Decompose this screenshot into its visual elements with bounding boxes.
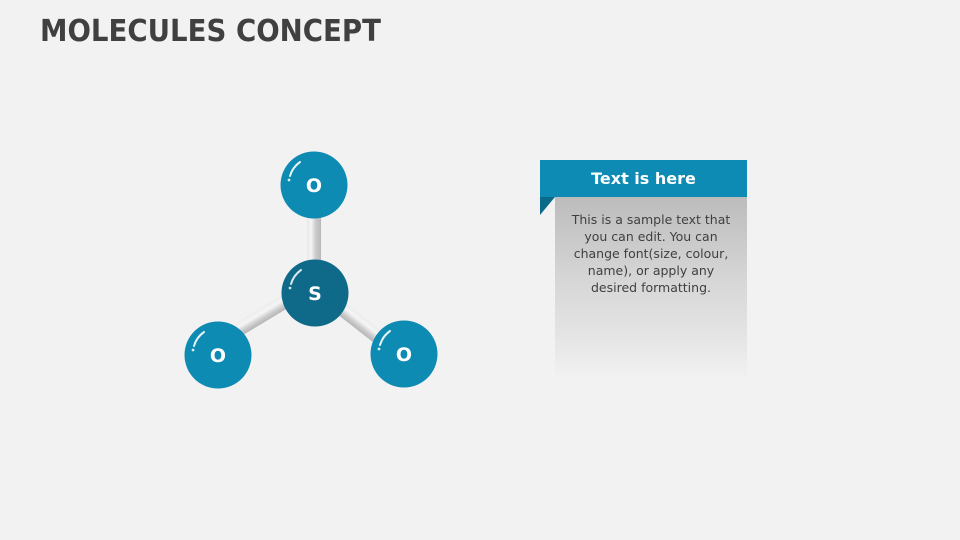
atom-oxygen-bottom-right[interactable]: O	[370, 320, 438, 388]
bond-bottom-left	[234, 290, 298, 336]
bond-top	[307, 215, 321, 265]
callout-fold-corner	[540, 197, 555, 215]
slide-title: MOLECULES CONCEPT	[40, 14, 381, 49]
atom-oxygen-top[interactable]: O	[280, 151, 348, 219]
atom-symbol: O	[396, 344, 412, 366]
callout-body-text: This is a sample text that you can edit.…	[555, 197, 747, 380]
callout-heading: Text is here	[540, 160, 747, 197]
atom-symbol: S	[308, 283, 322, 305]
atom-symbol: O	[306, 175, 322, 197]
atom-sulfur-center[interactable]: S	[281, 259, 349, 327]
atom-symbol: O	[210, 345, 226, 367]
bond-bottom-right	[328, 296, 392, 350]
atom-oxygen-bottom-left[interactable]: O	[184, 321, 252, 389]
